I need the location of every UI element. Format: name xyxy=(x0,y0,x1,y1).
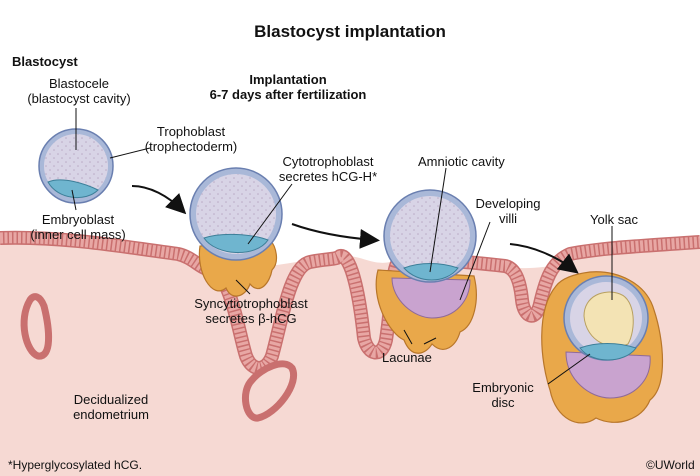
implantation-heading: Implantation 6-7 days after fertilizatio… xyxy=(188,72,388,102)
label-lacunae: Lacunae xyxy=(382,350,432,365)
label-blastocele-line1: Blastocele xyxy=(49,76,109,91)
epithelium-fill xyxy=(0,232,700,374)
label-cytotrophoblast: Cytotrophoblast secretes hCG-H* xyxy=(270,154,386,184)
blastocyst-implanting xyxy=(375,189,477,354)
blastocyst-free xyxy=(38,128,114,204)
arrow-2 xyxy=(291,223,380,249)
label-embryonic-disc-line2: disc xyxy=(491,395,515,410)
implantation-heading-line1: Implantation xyxy=(249,72,327,87)
label-trophoblast-line2: (trophectoderm) xyxy=(144,139,238,154)
label-decidualized-endometrium-line2: endometrium xyxy=(73,407,149,422)
label-embryoblast-line1: Embryoblast xyxy=(41,212,115,227)
arrow-1 xyxy=(131,185,187,215)
label-cytotrophoblast-line2: secretes hCG-H* xyxy=(278,169,378,184)
label-embryoblast: Embryoblast (inner cell mass) xyxy=(26,212,130,242)
leader-lines xyxy=(71,108,613,385)
blastocyst-implanted xyxy=(541,271,664,424)
label-blastocele-line2: (blastocyst cavity) xyxy=(27,91,131,106)
blastocyst-heading: Blastocyst xyxy=(12,54,78,69)
label-amniotic-cavity: Amniotic cavity xyxy=(418,154,505,169)
label-syncytiotrophoblast: Syncytiotrophoblast secretes β-hCG xyxy=(186,296,316,326)
label-cytotrophoblast-line1: Cytotrophoblast xyxy=(282,154,374,169)
gland-middle xyxy=(241,360,298,422)
label-embryonic-disc-line1: Embryonic xyxy=(472,380,534,395)
label-syncytiotrophoblast-line1: Syncytiotrophoblast xyxy=(194,296,308,311)
blastocyst-attaching xyxy=(189,167,283,297)
label-developing-villi-line2: villi xyxy=(498,211,518,226)
credit: ©UWorld xyxy=(646,458,695,472)
arrow-3 xyxy=(509,243,579,274)
label-blastocele: Blastocele (blastocyst cavity) xyxy=(24,76,134,106)
label-developing-villi: Developing villi xyxy=(468,196,548,226)
label-developing-villi-line1: Developing xyxy=(475,196,541,211)
label-embryoblast-line2: (inner cell mass) xyxy=(30,227,126,242)
label-trophoblast-line1: Trophoblast xyxy=(156,124,226,139)
label-syncytiotrophoblast-line2: secretes β-hCG xyxy=(205,311,297,326)
label-embryonic-disc: Embryonic disc xyxy=(458,380,548,410)
label-decidualized-endometrium: Decidualized endometrium xyxy=(56,392,166,422)
diagram-title: Blastocyst implantation xyxy=(254,22,446,41)
label-trophoblast: Trophoblast (trophectoderm) xyxy=(136,124,246,154)
label-decidualized-endometrium-line1: Decidualized xyxy=(73,392,149,407)
implantation-heading-line2: 6-7 days after fertilization xyxy=(209,87,367,102)
footnote: *Hyperglycosylated hCG. xyxy=(8,458,143,472)
label-yolk-sac: Yolk sac xyxy=(590,212,638,227)
gland-left xyxy=(20,293,53,360)
